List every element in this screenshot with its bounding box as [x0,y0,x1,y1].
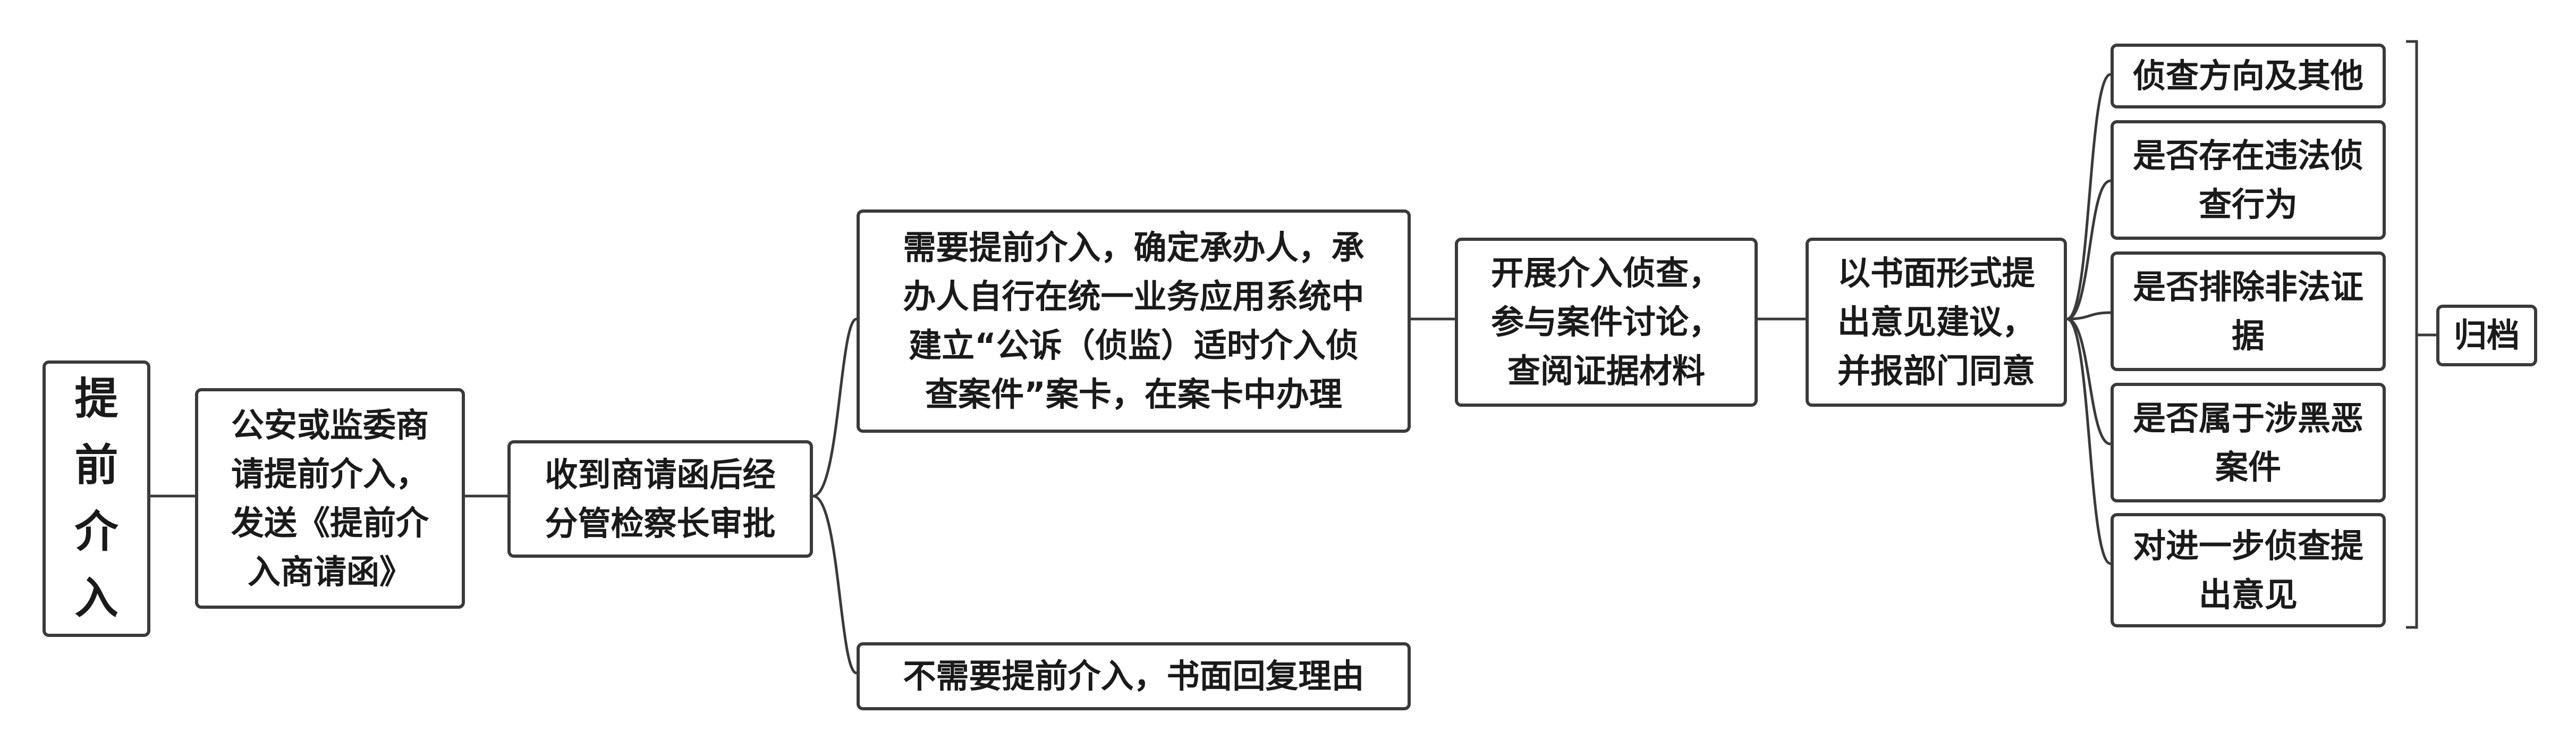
branch-yes-node-label: 需要提前介入，确定承办人，承 办人自行在统一业务应用系统中 建立“公诉（侦监）适… [903,228,1365,414]
step2-node-label: 收到商请函后经 分管检察长审批 [545,455,776,543]
connector-step4-opinion-2 [2066,179,2111,321]
archive-node: 归档 [2436,305,2537,366]
opinion-node-1-label: 侦查方向及其他 [2132,56,2363,95]
opinion-node-3: 是否排除非法证 据 [2111,251,2386,371]
root-node-label: 提 前 介 入 [74,374,118,624]
opinion-node-2-label: 是否存在违法侦 查行为 [2132,136,2363,224]
connector-step4-opinion-4 [2066,317,2111,446]
opinion-node-5-label: 对进一步侦查提 出意见 [2132,526,2363,614]
root-node: 提 前 介 入 [43,360,150,637]
opinion-node-2: 是否存在违法侦 查行为 [2111,120,2386,240]
opinion-node-4-label: 是否属于涉黑恶 案件 [2132,398,2363,486]
branch-no-node: 不需要提前介入，书面回复理由 [857,642,1411,710]
step3-node: 开展介入侦查， 参与案件讨论， 查阅证据材料 [1455,238,1758,407]
connector-step2-branch-yes [812,317,858,498]
step3-node-label: 开展介入侦查， 参与案件讨论， 查阅证据材料 [1490,254,1722,390]
branch-yes-node: 需要提前介入，确定承办人，承 办人自行在统一业务应用系统中 建立“公诉（侦监）适… [857,209,1411,433]
branch-no-node-label: 不需要提前介入，书面回复理由 [903,657,1365,695]
connector-step4-opinion-5 [2066,317,2111,565]
step4-node-label: 以书面形式提 出意见建议， 并报部门同意 [1837,254,2035,390]
opinion-node-4: 是否属于涉黑恶 案件 [2111,383,2386,502]
opinion-node-1: 侦查方向及其他 [2111,44,2386,108]
step1-node: 公安或监委商 请提前介入， 发送《提前介 入商请函》 [195,388,465,609]
connector-step2-branch-no [812,494,858,675]
summary-bracket [2406,40,2418,629]
archive-node-label: 归档 [2453,316,2520,355]
connector-step4-opinion-1 [2066,73,2111,321]
opinion-node-5: 对进一步侦查提 出意见 [2111,513,2386,627]
step2-node: 收到商请函后经 分管检察长审批 [507,440,813,558]
connector-step4-opinion-3 [2066,311,2111,321]
step1-node-label: 公安或监委商 请提前介入， 发送《提前介 入商请函》 [231,405,429,591]
step4-node: 以书面形式提 出意见建议， 并报部门同意 [1806,238,2067,407]
opinion-node-3-label: 是否排除非法证 据 [2132,267,2363,355]
